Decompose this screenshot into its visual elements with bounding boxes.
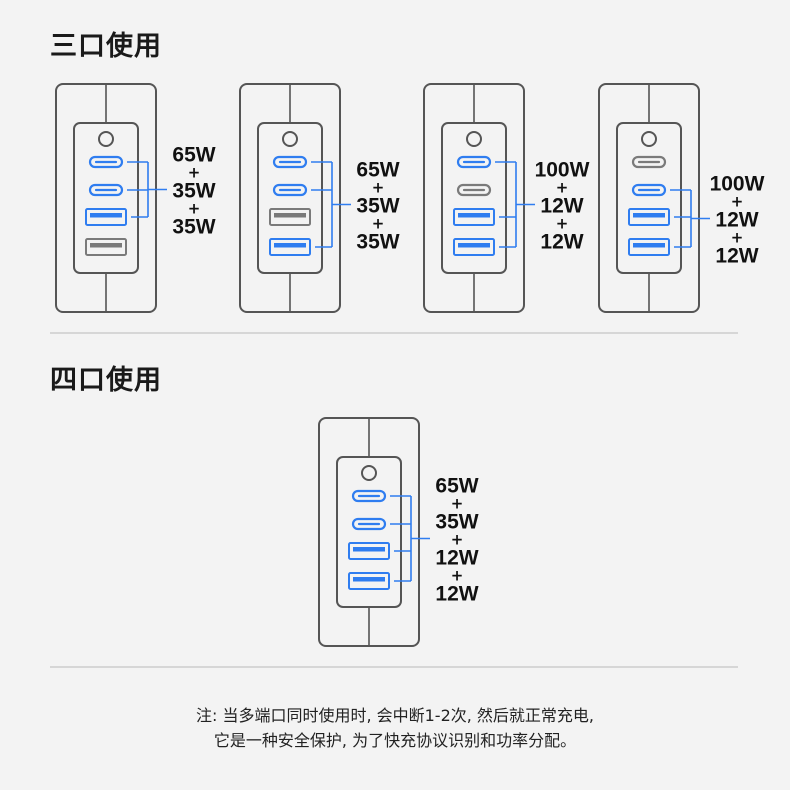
charger-body <box>73 122 139 274</box>
plus-sign: + <box>188 200 201 218</box>
usb-c-port-icon <box>88 183 124 197</box>
usb-a-port-icon <box>85 208 127 226</box>
usb-a-port-tongue <box>353 577 385 582</box>
indicator-light-icon <box>98 131 114 147</box>
usb-c-port-icon <box>456 183 492 197</box>
wattage-label: 35W <box>356 231 399 254</box>
wattage-label: 100W <box>535 159 590 182</box>
wattage-label: 35W <box>172 216 215 239</box>
usb-a-port-icon <box>348 542 390 560</box>
wattage-label: 12W <box>435 547 478 570</box>
usb-a-port-icon <box>269 208 311 226</box>
wattage-label: 65W <box>435 475 478 498</box>
plus-sign: + <box>556 215 569 233</box>
usb-c-port-icon <box>351 489 387 503</box>
charger-body <box>257 122 323 274</box>
charger-diagram: 65W+35W+12W+12W <box>318 417 479 647</box>
section-title-three-port: 三口使用 <box>50 31 162 62</box>
diagram-three-port-1: 65W+35W+35W <box>55 83 230 315</box>
usb-a-port-icon <box>85 238 127 256</box>
usb-a-port-icon <box>453 238 495 256</box>
wattage-label: 35W <box>172 180 215 203</box>
plus-sign: + <box>451 531 464 549</box>
usb-c-port-icon <box>272 155 308 169</box>
usb-a-port-tongue <box>633 243 665 248</box>
usb-c-port-icon <box>631 183 667 197</box>
usb-a-port-icon <box>628 208 670 226</box>
charger-body <box>336 456 402 608</box>
usb-a-port-tongue <box>274 243 306 248</box>
usb-a-port-tongue <box>353 547 385 552</box>
note-line-1: 注: 当多端口同时使用时, 会中断1-2次, 然后就正常充电, <box>195 706 595 725</box>
usb-a-port-tongue <box>90 213 122 218</box>
usb-c-port-icon <box>351 517 387 531</box>
wattage-label: 35W <box>356 195 399 218</box>
usb-a-port-icon <box>269 238 311 256</box>
charger-diagram: 100W+12W+12W <box>598 83 765 313</box>
usb-a-port-tongue <box>90 243 122 248</box>
diagram-four-port: 65W+35W+12W+12W <box>318 417 493 649</box>
section-title-four-port: 四口使用 <box>50 365 162 396</box>
usb-c-port-icon <box>631 155 667 169</box>
usb-a-port-icon <box>348 572 390 590</box>
diagram-three-port-3: 100W+12W+12W <box>423 83 598 315</box>
plus-sign: + <box>372 179 385 197</box>
section-divider <box>50 666 738 668</box>
indicator-light-icon <box>466 131 482 147</box>
wattage-label: 12W <box>435 583 478 606</box>
charger-diagram: 65W+35W+35W <box>55 83 216 313</box>
usb-a-port-tongue <box>458 213 490 218</box>
wattage-label: 100W <box>710 173 765 196</box>
usb-a-port-tongue <box>633 213 665 218</box>
note-text: 注: 当多端口同时使用时, 会中断1-2次, 然后就正常充电, 它是一种安全保护… <box>0 703 790 753</box>
charger-body <box>441 122 507 274</box>
usb-c-port-icon <box>88 155 124 169</box>
diagram-three-port-2: 65W+35W+35W <box>239 83 414 315</box>
wattage-label: 12W <box>540 195 583 218</box>
wattage-label: 12W <box>715 245 758 268</box>
wattage-label: 35W <box>435 511 478 534</box>
indicator-light-icon <box>361 465 377 481</box>
usb-a-port-tongue <box>274 213 306 218</box>
charger-diagram: 100W+12W+12W <box>423 83 590 313</box>
usb-a-port-tongue <box>458 243 490 248</box>
plus-sign: + <box>556 179 569 197</box>
usb-c-port-icon <box>272 183 308 197</box>
wattage-label: 65W <box>356 159 399 182</box>
usb-a-port-icon <box>453 208 495 226</box>
usb-a-port-icon <box>628 238 670 256</box>
indicator-light-icon <box>282 131 298 147</box>
plus-sign: + <box>731 229 744 247</box>
plus-sign: + <box>731 193 744 211</box>
wattage-label: 12W <box>540 231 583 254</box>
note-line-2: 它是一种安全保护, 为了快充协议识别和功率分配。 <box>213 731 577 750</box>
wattage-label: 65W <box>172 144 215 167</box>
charger-body <box>616 122 682 274</box>
plus-sign: + <box>451 567 464 585</box>
plus-sign: + <box>372 215 385 233</box>
charger-diagram: 65W+35W+35W <box>239 83 400 313</box>
indicator-light-icon <box>641 131 657 147</box>
plus-sign: + <box>188 164 201 182</box>
section-divider <box>50 332 738 334</box>
usb-c-port-icon <box>456 155 492 169</box>
plus-sign: + <box>451 495 464 513</box>
wattage-label: 12W <box>715 209 758 232</box>
diagram-three-port-4: 100W+12W+12W <box>598 83 773 315</box>
